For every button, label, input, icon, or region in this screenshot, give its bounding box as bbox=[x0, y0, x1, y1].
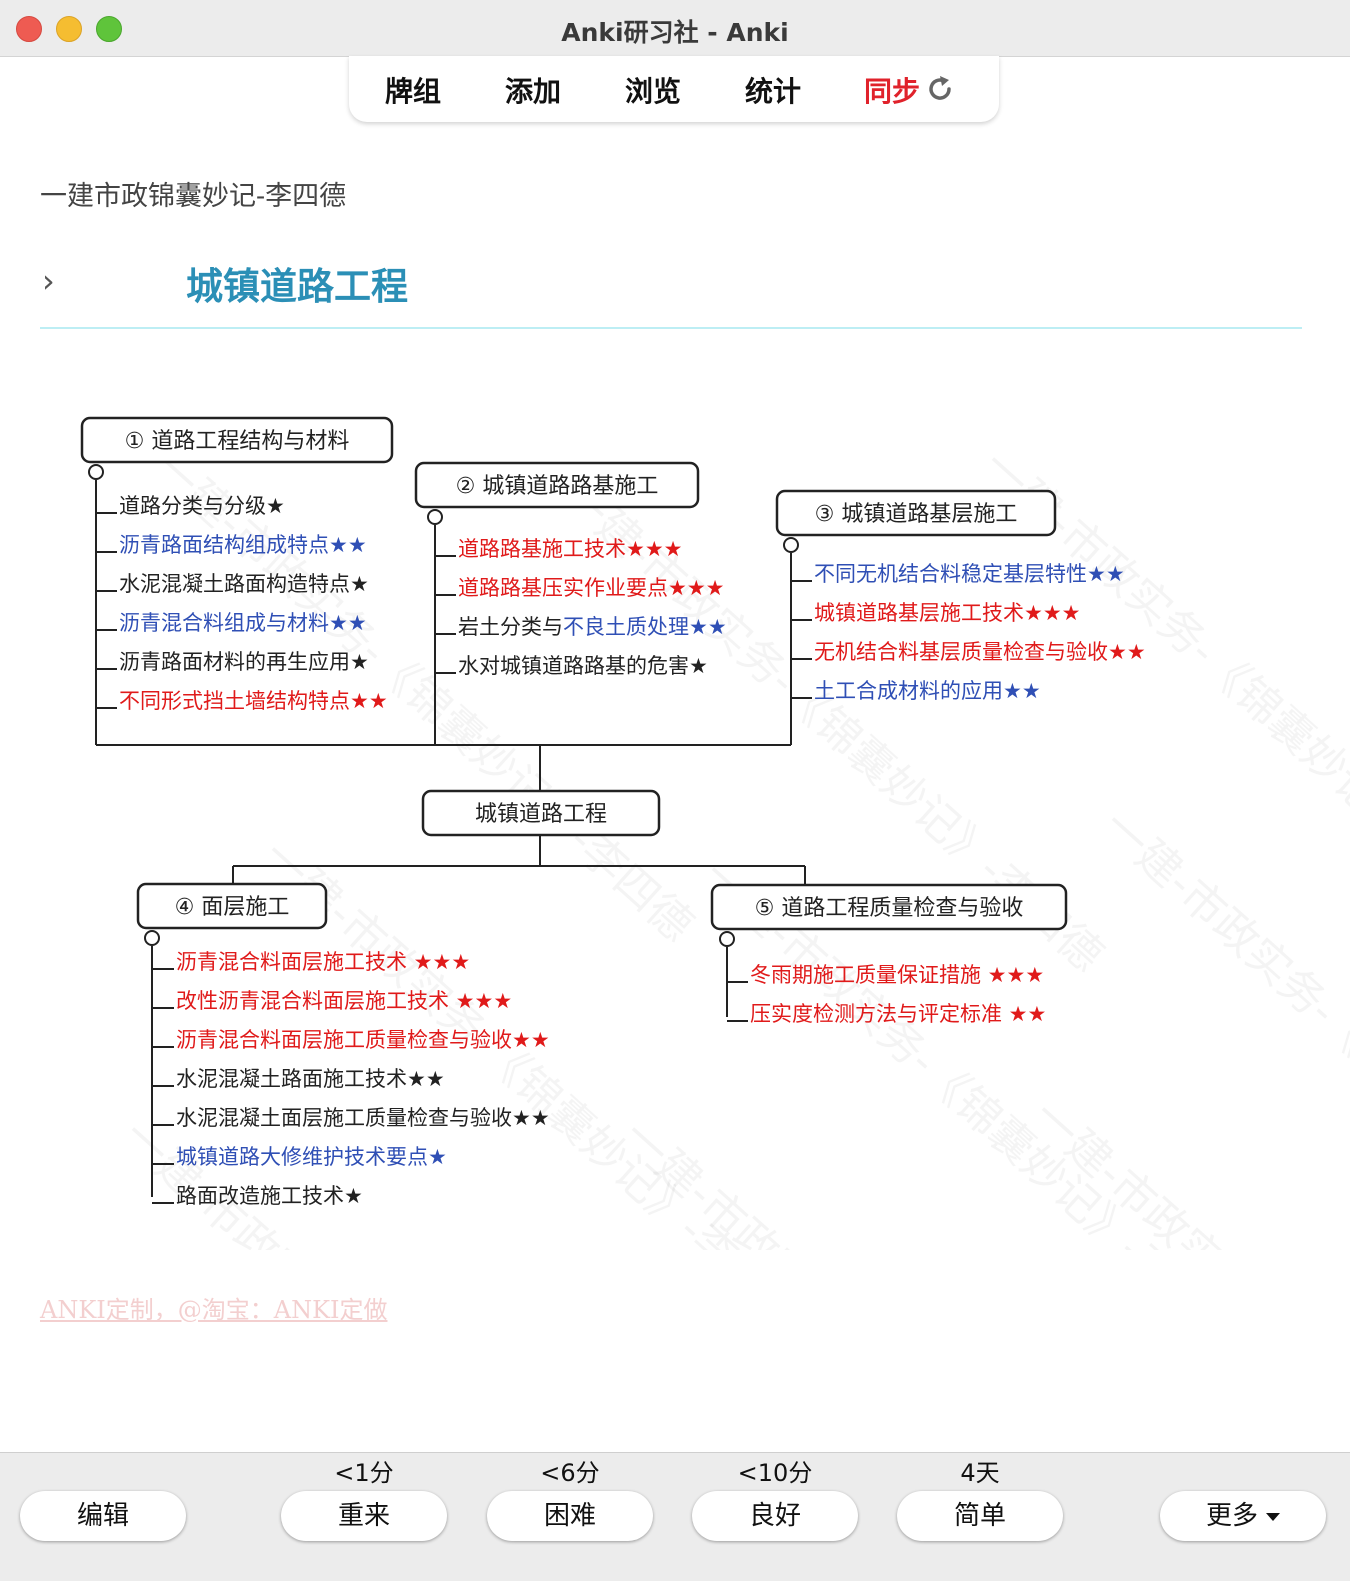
mindmap-node-4-box bbox=[136, 882, 328, 930]
toolbar-stats[interactable]: 统计 bbox=[745, 75, 802, 108]
again-button[interactable]: 重来 bbox=[281, 1491, 447, 1541]
caret-down-icon bbox=[1266, 1512, 1280, 1521]
mindmap-node-2-title: ② 城镇道路路基施工 bbox=[456, 474, 659, 499]
mindmap-center-node-title: 城镇道路工程 bbox=[475, 802, 607, 827]
mindmap-node-1-item: 道路分类与分级★ bbox=[119, 494, 285, 518]
hard-interval: <6分 bbox=[540, 1459, 600, 1487]
mindmap-node-1-item: 沥青路面结构组成特点★★ bbox=[119, 533, 367, 557]
mindmap-center-node-box bbox=[421, 789, 661, 837]
mindmap-node-2-connector-dot bbox=[427, 509, 443, 525]
more-button-label: 更多 bbox=[1205, 1501, 1258, 1531]
hard-button[interactable]: 困难 bbox=[487, 1491, 653, 1541]
minimize-window-button[interactable] bbox=[56, 16, 82, 42]
answer-bar: 编辑 <1分 重来 <6分 困难 <10分 良好 4天 简单 更多 bbox=[0, 1452, 1350, 1581]
again-interval: <1分 bbox=[334, 1459, 394, 1487]
mindmap-node-4-title: ④ 面层施工 bbox=[175, 895, 290, 920]
mindmap-node-2-item: 道路路基施工技术★★★ bbox=[458, 537, 682, 561]
mindmap-node-1-item: 不同形式挡土墙结构特点★★ bbox=[119, 689, 388, 713]
mindmap-node-4-item: 沥青混合料面层施工技术 ★★★ bbox=[176, 950, 470, 974]
zoom-window-button[interactable] bbox=[96, 16, 122, 42]
mindmap-node-1-item: 水泥混凝土路面构造特点★ bbox=[119, 572, 369, 596]
mindmap-node-4-item: 城镇道路大修维护技术要点★ bbox=[176, 1145, 447, 1169]
mindmap-node-3-box bbox=[775, 489, 1057, 537]
mindmap-node-1-title: ① 道路工程结构与材料 bbox=[125, 429, 350, 454]
mindmap-node-3-connector-dot bbox=[783, 537, 799, 553]
title-bar: Anki研习社 - Anki bbox=[0, 0, 1350, 57]
chevron-right-icon[interactable]: › bbox=[42, 262, 55, 300]
edit-button[interactable]: 编辑 bbox=[20, 1491, 186, 1541]
good-interval: <10分 bbox=[737, 1459, 813, 1487]
mindmap-image: 一建-市政实务-《锦囊妙记》-李四德一建-市政实务-《锦囊妙记》-李四德一建-市… bbox=[80, 416, 1350, 1250]
toolbar-sync[interactable]: 同步 bbox=[864, 75, 921, 108]
mindmap-node-4-item: 改性沥青混合料面层施工技术 ★★★ bbox=[176, 989, 512, 1013]
mindmap-node-5-connector-dot bbox=[719, 931, 735, 947]
mindmap-node-2-item: 岩土分类与不良土质处理★★ bbox=[458, 615, 727, 639]
heading-divider bbox=[40, 327, 1302, 329]
card-heading: 城镇道路工程 bbox=[186, 264, 408, 308]
deck-name: 一建市政锦囊妙记-李四德 bbox=[40, 181, 347, 212]
window-title: Anki研习社 - Anki bbox=[561, 18, 789, 47]
mindmap-node-5-title: ⑤ 道路工程质量检查与验收 bbox=[755, 896, 1024, 921]
mindmap-node-4-item: 路面改造施工技术★ bbox=[176, 1184, 363, 1208]
mindmap-node-2-box bbox=[414, 461, 700, 509]
sync-icon[interactable] bbox=[925, 74, 955, 104]
mindmap-node-5-box bbox=[710, 883, 1068, 931]
footer-link[interactable]: ANKI定制，@淘宝：ANKI定做 bbox=[40, 1296, 388, 1324]
toolbar-browse[interactable]: 浏览 bbox=[625, 75, 682, 108]
easy-button[interactable]: 简单 bbox=[897, 1491, 1063, 1541]
mindmap-node-3-item: 不同无机结合料稳定基层特性★★ bbox=[814, 562, 1125, 586]
mindmap-node-3-title: ③ 城镇道路基层施工 bbox=[815, 502, 1018, 527]
mindmap-node-2-item: 水对城镇道路路基的危害★ bbox=[458, 654, 708, 678]
mindmap-node-3-item: 城镇道路基层施工技术★★★ bbox=[814, 601, 1080, 625]
mindmap-node-1-connector-dot bbox=[88, 464, 104, 480]
mindmap-node-5-item: 冬雨期施工质量保证措施 ★★★ bbox=[750, 963, 1044, 987]
mindmap-node-2-item: 道路路基压实作业要点★★★ bbox=[458, 576, 724, 600]
easy-interval: 4天 bbox=[960, 1459, 1000, 1487]
good-button[interactable]: 良好 bbox=[692, 1491, 858, 1541]
mindmap-node-4-item: 水泥混凝土路面施工技术★★ bbox=[176, 1067, 445, 1091]
main-toolbar: 牌组 添加 浏览 统计 同步 bbox=[349, 56, 999, 122]
toolbar-decks[interactable]: 牌组 bbox=[385, 75, 442, 108]
mindmap-node-5-item: 压实度检测方法与评定标准 ★★ bbox=[750, 1002, 1046, 1026]
mindmap-node-1-item: 沥青混合料组成与材料★★ bbox=[119, 611, 367, 635]
mindmap-node-4-item: 沥青混合料面层施工质量检查与验收★★ bbox=[176, 1028, 550, 1052]
mindmap-node-4-connector-dot bbox=[144, 930, 160, 946]
mindmap-node-3-item: 无机结合料基层质量检查与验收★★ bbox=[814, 640, 1146, 664]
close-window-button[interactable] bbox=[16, 16, 42, 42]
mindmap-node-3-item: 土工合成材料的应用★★ bbox=[814, 679, 1041, 703]
mindmap-node-1-box bbox=[80, 416, 394, 464]
toolbar-add[interactable]: 添加 bbox=[505, 75, 562, 108]
mindmap-node-4-item: 水泥混凝土面层施工质量检查与验收★★ bbox=[176, 1106, 550, 1130]
mindmap-node-1-item: 沥青路面材料的再生应用★ bbox=[119, 650, 369, 674]
more-button[interactable]: 更多 bbox=[1160, 1491, 1326, 1541]
